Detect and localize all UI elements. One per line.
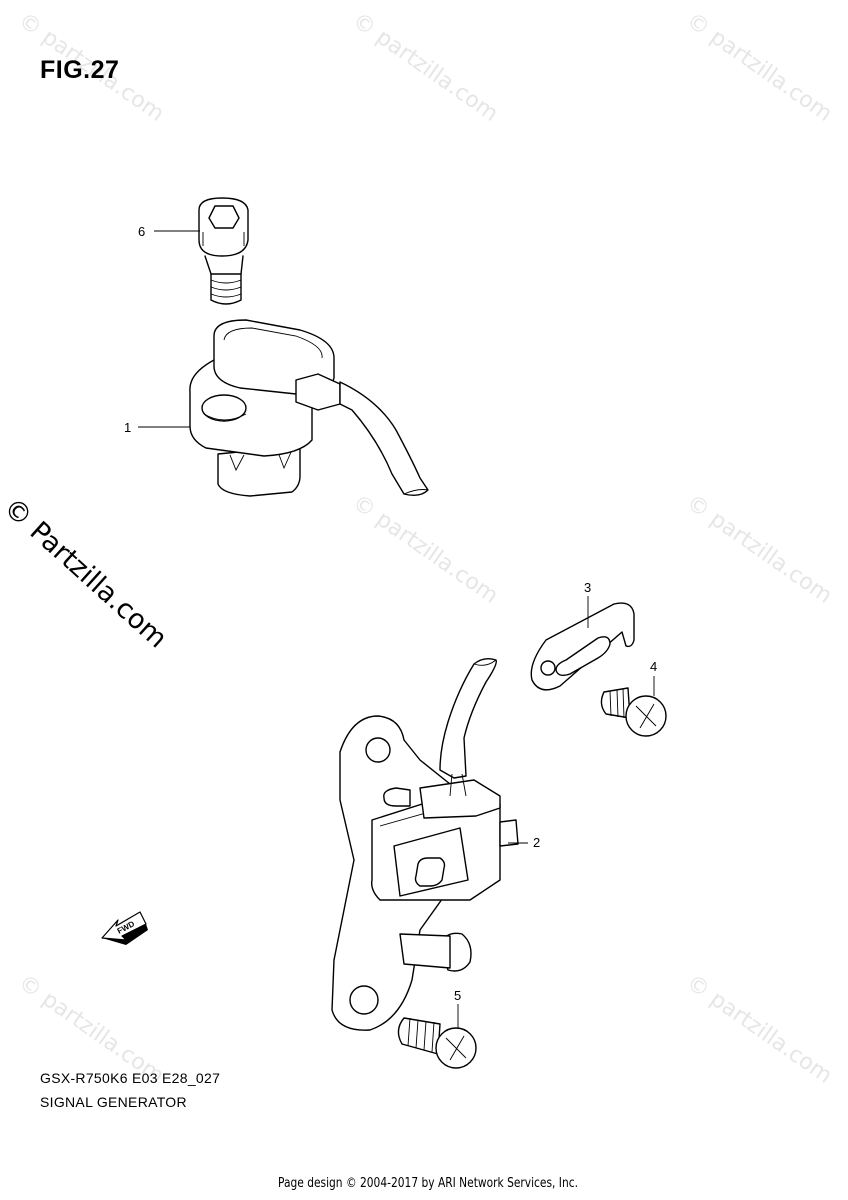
callout-5: 5	[454, 988, 462, 1003]
bracket-part-3[interactable]	[530, 602, 635, 691]
fwd-arrow-icon: FWD	[101, 911, 148, 945]
screw-part-4[interactable]	[600, 687, 667, 737]
diagram-subtitle: SIGNAL GENERATOR	[40, 1094, 187, 1110]
model-code: GSX-R750K6 E03 E28_027	[40, 1070, 221, 1086]
callout-4: 4	[650, 659, 658, 674]
bolt-part-6[interactable]	[198, 197, 249, 305]
screw-part-5[interactable]	[397, 1017, 477, 1069]
callout-6: 6	[138, 224, 146, 239]
footer-copyright: Page design © 2004-2017 by ARI Network S…	[278, 1176, 578, 1191]
callout-2: 2	[533, 835, 541, 850]
leader-lines	[138, 230, 655, 1028]
sensor-part-1[interactable]	[189, 319, 429, 497]
callout-1: 1	[124, 420, 132, 435]
callout-3: 3	[584, 580, 592, 595]
figure-title: FIG.27	[40, 56, 120, 84]
sensor-part-2[interactable]	[331, 657, 519, 1031]
